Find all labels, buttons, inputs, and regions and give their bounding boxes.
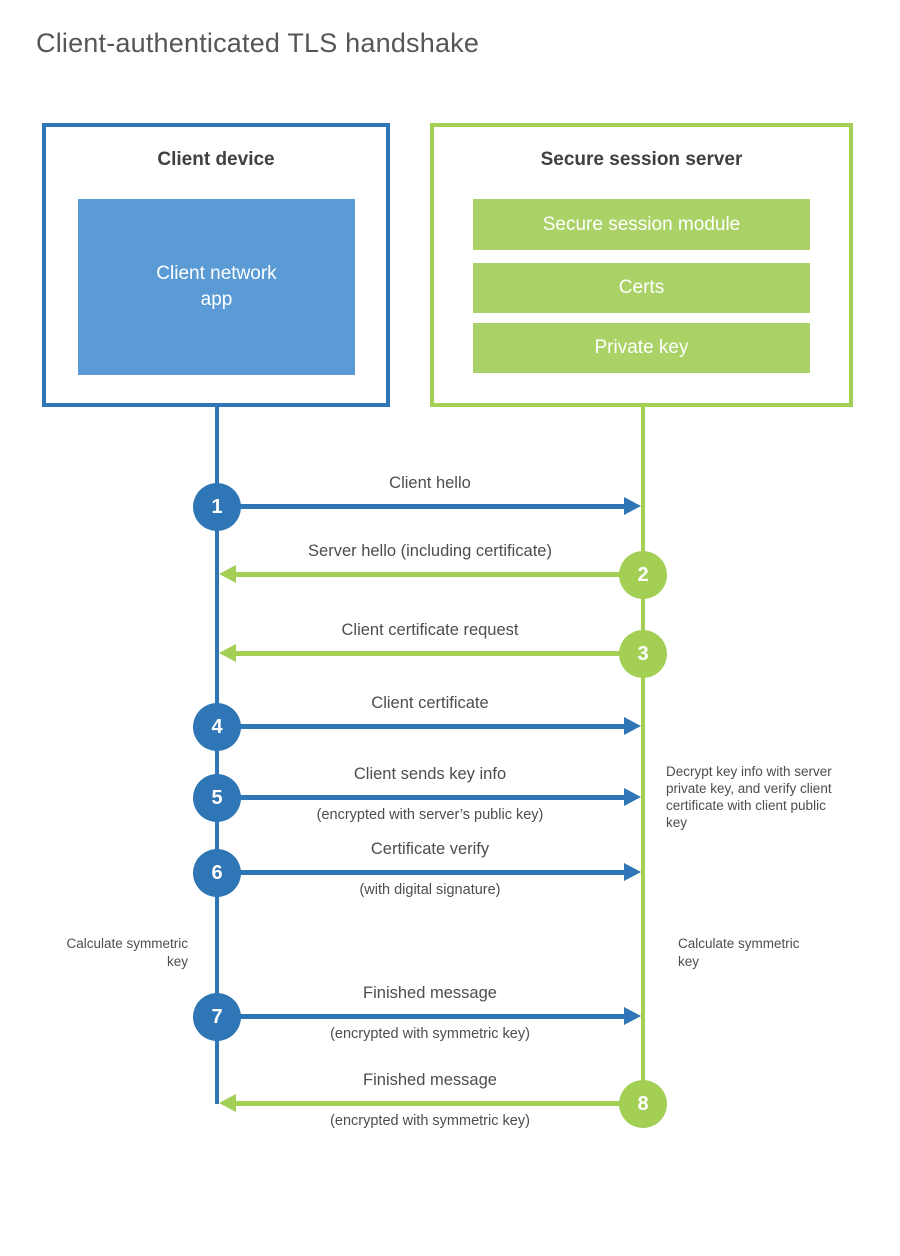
- step-5-badge: 5: [193, 774, 241, 822]
- handshake-step-4: 4 Client certificate: [0, 694, 900, 751]
- step-2-badge: 2: [619, 551, 667, 599]
- arrow-right-icon: [624, 1007, 641, 1025]
- client-network-app-box: Client network app: [78, 199, 355, 375]
- secure-session-server-title: Secure session server: [540, 149, 743, 170]
- message-sublabel: (with digital signature): [359, 882, 501, 898]
- step-1-badge: 1: [193, 483, 241, 531]
- message-arrow-line: [217, 870, 624, 875]
- client-calculate-key-note: Calculate symmetric key: [66, 936, 188, 969]
- page-title: Client-authenticated TLS handshake: [36, 28, 480, 58]
- message-sublabel: (encrypted with symmetric key): [330, 1113, 530, 1129]
- step-number: 1: [211, 495, 223, 518]
- message-label: Finished message: [363, 984, 497, 1002]
- message-label: Finished message: [363, 1071, 497, 1089]
- step-6-badge: 6: [193, 849, 241, 897]
- message-label: Server hello (including certificate): [308, 542, 552, 560]
- message-arrow-line: [236, 572, 643, 577]
- private-key-box: Private key: [473, 323, 810, 373]
- message-arrow-line: [217, 795, 624, 800]
- secure-session-module-box: Secure session module: [473, 199, 810, 250]
- certs-box: Certs: [473, 263, 810, 313]
- step-number: 8: [637, 1092, 649, 1115]
- handshake-step-8: 8 Finished message (encrypted with symme…: [0, 1071, 900, 1129]
- message-label: Client sends key info: [353, 765, 507, 783]
- step-8-badge: 8: [619, 1080, 667, 1128]
- step-number: 3: [637, 642, 649, 665]
- handshake-step-2: 2 Server hello (including certificate): [0, 542, 900, 599]
- client-device-title: Client device: [157, 149, 275, 170]
- step-number: 2: [637, 563, 649, 586]
- message-label: Client certificate: [371, 694, 489, 712]
- arrow-right-icon: [624, 497, 641, 515]
- step-7-badge: 7: [193, 993, 241, 1041]
- message-sublabel: (encrypted with server’s public key): [316, 807, 544, 823]
- message-label: Certificate verify: [370, 840, 490, 858]
- arrow-left-icon: [219, 565, 236, 583]
- message-label: Client hello: [389, 474, 471, 492]
- client-lifeline: [215, 407, 219, 1104]
- message-arrow-line: [217, 724, 624, 729]
- step-4-badge: 4: [193, 703, 241, 751]
- step-number: 4: [211, 715, 223, 738]
- arrow-right-icon: [624, 788, 641, 806]
- step-number: 7: [211, 1005, 223, 1028]
- message-arrow-line: [236, 1101, 643, 1106]
- message-sublabel: (encrypted with symmetric key): [330, 1026, 530, 1042]
- step-number: 5: [211, 786, 223, 809]
- handshake-step-1: 1 Client hello: [0, 474, 900, 531]
- handshake-step-6: 6 Certificate verify (with digital signa…: [0, 840, 900, 898]
- step-number: 6: [211, 861, 223, 884]
- server-decrypt-note: Decrypt key info with server private key…: [666, 764, 832, 830]
- handshake-step-5: 5 Client sends key info (encrypted with …: [0, 765, 900, 823]
- handshake-step-7: 7 Finished message (encrypted with symme…: [0, 984, 900, 1042]
- arrow-left-icon: [219, 1094, 236, 1112]
- message-arrow-line: [236, 651, 643, 656]
- arrow-right-icon: [624, 863, 641, 881]
- arrow-left-icon: [219, 644, 236, 662]
- step-3-badge: 3: [619, 630, 667, 678]
- arrow-right-icon: [624, 717, 641, 735]
- server-lifeline: [641, 407, 645, 1104]
- server-calculate-key-note: Calculate symmetric key: [678, 936, 800, 969]
- message-arrow-line: [217, 504, 624, 509]
- message-label: Client certificate request: [341, 621, 519, 639]
- message-arrow-line: [217, 1014, 624, 1019]
- handshake-step-3: 3 Client certificate request: [0, 621, 900, 678]
